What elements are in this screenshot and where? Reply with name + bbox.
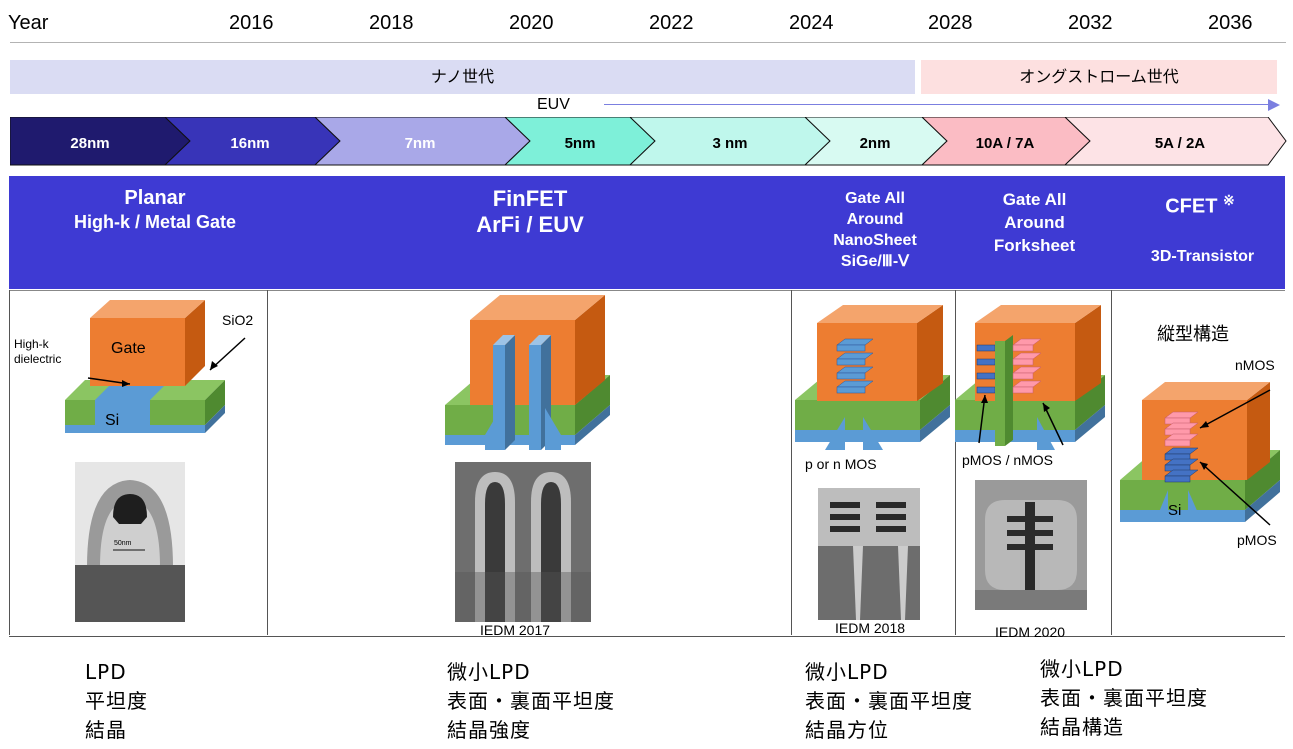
node-7nm: 7nm — [404, 135, 436, 152]
year-2016: 2016 — [229, 12, 274, 34]
req-planar-2: 平坦度 — [85, 689, 148, 713]
finfet-tem-image — [455, 462, 591, 622]
finfet-subtitle: ArFi / EUV — [476, 212, 584, 237]
requirements-finfet: 微小LPD 表面・裏面平坦度 結晶強度 — [447, 658, 615, 745]
node-3nm: 3 nm — [712, 135, 748, 152]
angstrom-era-label: オングストローム世代 — [1019, 67, 1179, 86]
divider-left — [9, 290, 10, 635]
divider-1 — [267, 290, 268, 635]
requirements-forksheet: 微小LPD 表面・裏面平坦度 結晶構造 — [1040, 655, 1208, 742]
gaa-nanosheet-title: Gate All Around NanoSheet SiGe/Ⅲ-Ⅴ — [795, 188, 955, 272]
gaa-line1: Gate All — [845, 190, 905, 207]
forksheet-mos-label: pMOS / nMOS — [962, 452, 1054, 468]
req-finfet-2: 表面・裏面平坦度 — [447, 689, 615, 713]
year-2018: 2018 — [369, 12, 414, 34]
finfet-transistor-diagram — [445, 295, 610, 450]
cfet-line1: CFET — [1165, 195, 1218, 218]
euv-arrow-line — [604, 104, 1272, 105]
node-28nm: 28nm — [70, 135, 110, 152]
gaa-line2: Around — [846, 211, 904, 228]
req-gaa-1: 微小LPD — [805, 660, 889, 684]
node-16nm: 16nm — [230, 135, 270, 152]
gaa-line3: NanoSheet — [833, 232, 917, 249]
angstrom-era-bar: オングストローム世代 — [921, 60, 1277, 94]
req-gaa-3: 結晶方位 — [805, 718, 889, 742]
year-2022: 2022 — [649, 12, 694, 34]
node-2nm: 2nm — [859, 135, 891, 152]
planar-subtitle: High-k / Metal Gate — [73, 212, 237, 232]
node-chevron-5a — [1063, 117, 1287, 166]
req-planar-3: 結晶 — [85, 718, 127, 742]
req-finfet-3: 結晶強度 — [447, 718, 531, 742]
planar-gate-label: Gate — [111, 340, 146, 357]
gaa-mos-label: p or n MOS — [805, 456, 877, 472]
nano-era-bar: ナノ世代 — [10, 60, 915, 94]
cfet-nmos-label: nMOS — [1235, 357, 1275, 373]
req-gaa-2: 表面・裏面平坦度 — [805, 689, 973, 713]
planar-scale-label: 50nm — [114, 540, 132, 547]
year-2020: 2020 — [509, 12, 554, 34]
planar-transistor-diagram — [65, 300, 246, 433]
node-5nm: 5nm — [564, 135, 596, 152]
gaa-nanosheet-diagram — [795, 305, 950, 450]
year-2032: 2032 — [1068, 12, 1113, 34]
cfet-si-label: Si — [1168, 502, 1182, 519]
gaa-forksheet-title: Gate All Around Forksheet — [957, 188, 1112, 257]
req-planar-1: LPD — [85, 660, 127, 684]
divider-4 — [1111, 290, 1112, 635]
forksheet-diagram — [955, 305, 1105, 450]
planar-sio2-label: SiO2 — [222, 312, 254, 328]
req-finfet-1: 微小LPD — [447, 660, 531, 684]
year-2024: 2024 — [789, 12, 834, 34]
fork-line2: Around — [1004, 213, 1065, 232]
year-2036: 2036 — [1208, 12, 1253, 34]
finfet-reference: IEDM 2017 — [480, 622, 551, 638]
cfet-subtitle: 3D-Transistor — [1150, 248, 1255, 265]
planar-highk-label: High-k dielectric — [14, 337, 62, 366]
cfet-pmos-label: pMOS — [1237, 532, 1277, 548]
forksheet-reference: IEDM 2020 — [995, 624, 1066, 640]
node-chevron-row — [10, 117, 1287, 166]
diagram-frame — [9, 290, 1285, 637]
cfet-note-mark: ※ — [1223, 192, 1235, 208]
planar-title: Planar — [124, 187, 186, 209]
cfet-vertical-label: 縦型構造 — [1157, 324, 1229, 344]
gaa-tem-image — [818, 488, 920, 620]
req-fork-1: 微小LPD — [1040, 657, 1124, 681]
node-10a-7a: 10A / 7A — [975, 135, 1035, 152]
timeline-axis — [10, 42, 1286, 43]
requirements-gaa: 微小LPD 表面・裏面平坦度 結晶方位 — [805, 658, 973, 745]
req-fork-2: 表面・裏面平坦度 — [1040, 686, 1208, 710]
divider-2 — [791, 290, 792, 635]
fork-line1: Gate All — [1002, 190, 1067, 209]
planar-si-label: Si — [105, 412, 120, 429]
year-2028: 2028 — [928, 12, 973, 34]
nano-era-label: ナノ世代 — [430, 67, 495, 86]
divider-3 — [955, 290, 956, 635]
planar-tem-image — [75, 462, 185, 622]
year-label: Year — [8, 12, 49, 34]
cfet-diagram — [1120, 382, 1280, 526]
finfet-title: FinFET — [492, 186, 568, 211]
fork-line3: Forksheet — [993, 236, 1076, 255]
forksheet-tem-image — [975, 480, 1087, 610]
node-5a-2a: 5A / 2A — [1154, 135, 1206, 152]
euv-label: EUV — [537, 96, 570, 113]
gaa-reference: IEDM 2018 — [835, 620, 906, 636]
requirements-planar: LPD 平坦度 結晶 — [85, 658, 148, 745]
req-fork-3: 結晶構造 — [1040, 715, 1124, 739]
architecture-band — [9, 176, 1285, 289]
euv-arrow-head — [1268, 99, 1280, 111]
gaa-line4: SiGe/Ⅲ-Ⅴ — [840, 253, 910, 270]
cfet-title: CFET ※ — [1125, 188, 1275, 219]
